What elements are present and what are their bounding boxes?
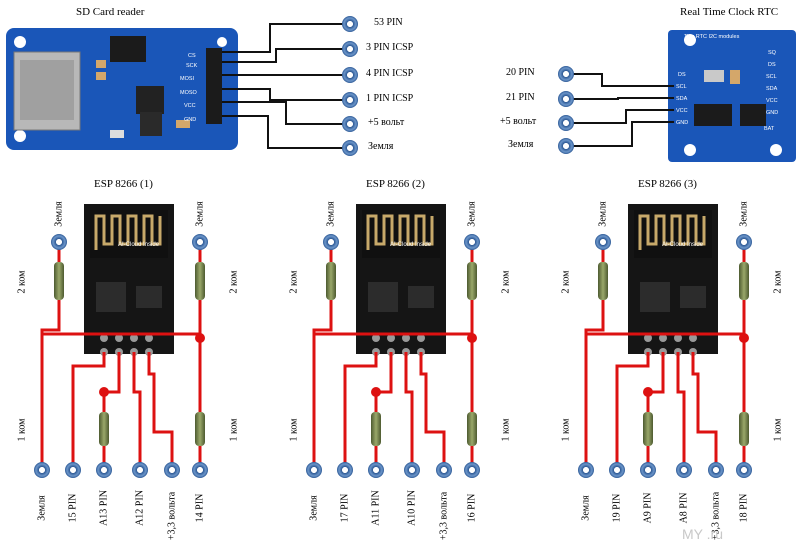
esp2-top-left-label: Земля <box>325 201 337 227</box>
sd-card-reader-board: CS SCK MOSI MOSO VCC GND <box>6 28 238 150</box>
esp3-bottom-3: A9 PIN <box>642 492 654 524</box>
esp2-res-top-left: 2 ком <box>288 270 300 294</box>
svg-text:SCL: SCL <box>766 74 777 80</box>
rtc-label-4: Земля <box>508 139 534 150</box>
svg-text:VCC: VCC <box>184 103 196 109</box>
esp3-res-top-left: 2 ком <box>560 270 572 294</box>
svg-text:AI-Cloud Inside: AI-Cloud Inside <box>662 242 704 248</box>
esp-wires-2 <box>312 248 474 464</box>
esp2-res-bottom-right: 1 ком <box>500 418 512 442</box>
svg-text:BAT: BAT <box>764 126 775 132</box>
esp-wires-3 <box>584 248 746 464</box>
esp1-top-right-label: Земля <box>194 201 206 227</box>
esp3-bottom-6: 18 PIN <box>738 493 750 523</box>
esp-resistors-1 <box>54 262 205 446</box>
svg-text:CS: CS <box>188 53 196 59</box>
esp3-res-top-right: 2 ком <box>772 270 784 294</box>
svg-text:SCL: SCL <box>676 84 687 90</box>
esp-wires-1 <box>40 248 202 464</box>
sd-label-2: 3 PIN ICSP <box>366 42 414 53</box>
svg-text:GND: GND <box>184 117 196 123</box>
esp2-bottom-2: 17 PIN <box>339 493 351 523</box>
terminals <box>34 16 752 478</box>
esp2-bottom-1: Земля <box>308 495 320 521</box>
svg-text:VCC: VCC <box>766 98 778 104</box>
sd-label-1: 53 PIN <box>374 17 403 28</box>
esp2-bottom-3: A11 PIN <box>370 490 382 526</box>
esp1-bottom-3: A13 PIN <box>98 490 110 526</box>
esp1-res-top-left: 2 ком <box>16 270 28 294</box>
esp1-res-bottom-right: 1 ком <box>228 418 240 442</box>
esp1-title: ESP 8266 (1) <box>94 178 153 190</box>
rtc-label-1: 20 PIN <box>506 67 535 78</box>
svg-text:AI-Cloud Inside: AI-Cloud Inside <box>390 242 432 248</box>
svg-text:VCC: VCC <box>676 108 688 114</box>
rtc-label-2: 21 PIN <box>506 92 535 103</box>
esp3-title: ESP 8266 (3) <box>638 178 697 190</box>
esp3-bottom-2: 19 PIN <box>611 493 623 523</box>
sd-reader-title: SD Card reader <box>76 6 145 18</box>
esp3-bottom-4: A8 PIN <box>678 492 690 524</box>
esp1-bottom-2: 15 PIN <box>67 493 79 523</box>
esp2-bottom-6: 16 PIN <box>466 493 478 523</box>
esp2-bottom-4: A10 PIN <box>406 490 418 526</box>
esp3-top-right-label: Земля <box>738 201 750 227</box>
sd-label-3: 4 PIN ICSP <box>366 68 414 79</box>
esp-resistors-3 <box>598 262 749 446</box>
esp1-bottom-5: +3,3 вольта <box>166 491 178 541</box>
esp3-res-bottom-right: 1 ком <box>772 418 784 442</box>
esp-unit-2: AI-Cloud Inside <box>356 204 446 356</box>
esp2-top-right-label: Земля <box>466 201 478 227</box>
esp3-bottom-1: Земля <box>580 495 592 521</box>
esp2-bottom-5: +3,3 вольта <box>438 491 450 541</box>
sd-label-4: 1 PIN ICSP <box>366 93 414 104</box>
esp1-top-left-label: Земля <box>53 201 65 227</box>
svg-text:AI-Cloud Inside: AI-Cloud Inside <box>118 242 160 248</box>
esp-unit-3: AI-Cloud Inside <box>628 204 718 356</box>
esp1-res-bottom-left: 1 ком <box>16 418 28 442</box>
svg-text:SDA: SDA <box>676 96 688 102</box>
svg-text:GND: GND <box>676 120 688 126</box>
esp1-bottom-4: A12 PIN <box>134 490 146 526</box>
sd-label-6: Земля <box>368 141 394 152</box>
rtc-wires <box>572 73 674 147</box>
esp2-res-bottom-left: 1 ком <box>288 418 300 442</box>
svg-text:SCK: SCK <box>186 63 198 69</box>
svg-text:MOSO: MOSO <box>180 90 198 96</box>
svg-text:SQ: SQ <box>768 50 777 56</box>
svg-text:SDA: SDA <box>766 86 778 92</box>
esp-unit-1: AI-Cloud Inside <box>84 204 174 356</box>
esp3-res-bottom-left: 1 ком <box>560 418 572 442</box>
esp-resistors-2 <box>326 262 477 446</box>
esp1-bottom-1: Земля <box>36 495 48 521</box>
esp3-top-left-label: Земля <box>597 201 609 227</box>
svg-text:DS: DS <box>768 62 776 68</box>
svg-text:Tiny RTC I2C modules: Tiny RTC I2C modules <box>684 34 740 40</box>
watermark: MY .ru <box>682 526 723 542</box>
rtc-board: Tiny RTC I2C modules DS SCL SDA VCC GND … <box>668 30 796 162</box>
svg-text:GND: GND <box>766 110 778 116</box>
rtc-title: Real Time Clock RTC <box>680 6 779 18</box>
sd-label-5: +5 вольт <box>368 117 405 128</box>
svg-text:MOSI: MOSI <box>180 76 195 82</box>
esp2-res-top-right: 2 ком <box>500 270 512 294</box>
sd-wires <box>222 23 346 149</box>
esp1-res-top-right: 2 ком <box>228 270 240 294</box>
esp2-title: ESP 8266 (2) <box>366 178 425 190</box>
esp1-bottom-6: 14 PIN <box>194 493 206 523</box>
rtc-label-3: +5 вольт <box>500 116 537 127</box>
svg-text:DS: DS <box>678 72 686 78</box>
